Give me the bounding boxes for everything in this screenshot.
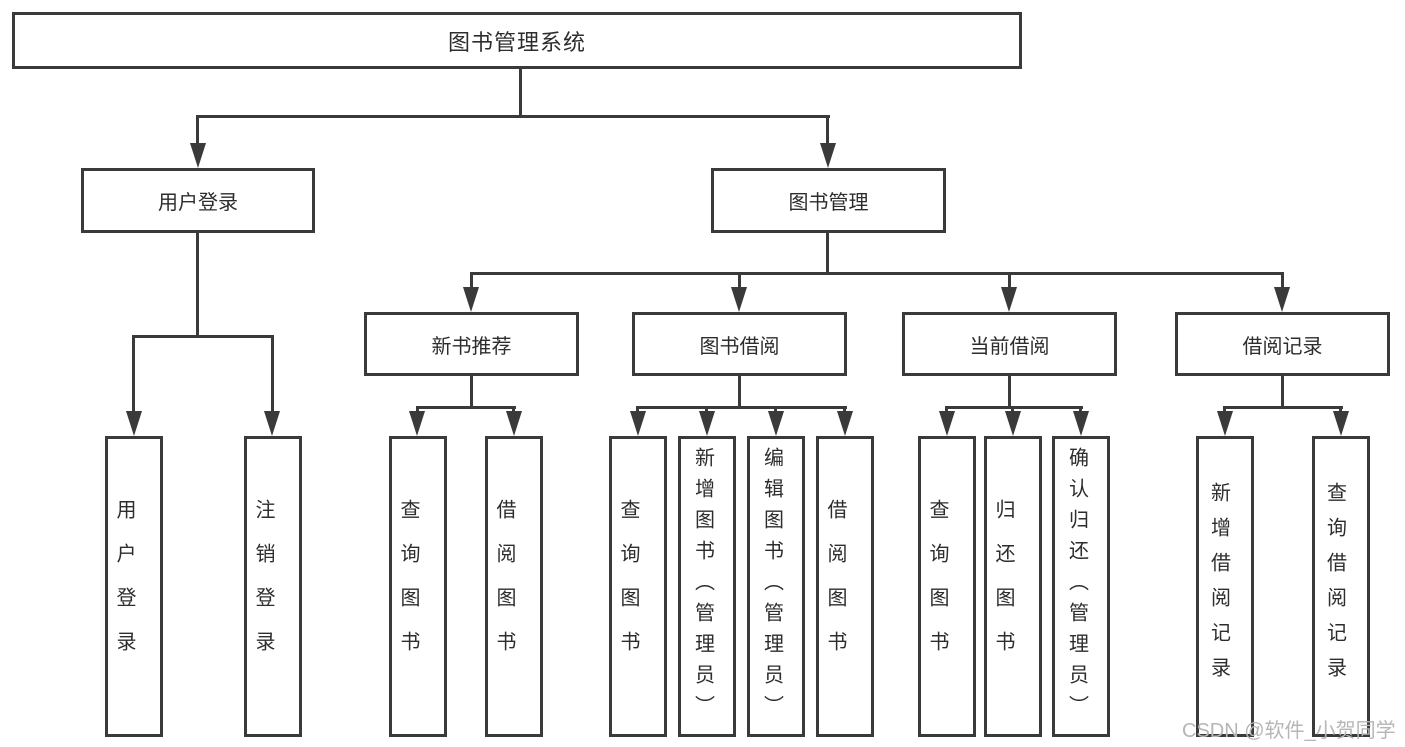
leaf-bb-add-books-admin: 新增图书（管理员） (678, 436, 736, 737)
arrow-down-icon (506, 411, 522, 436)
arrow-down-icon (409, 411, 425, 436)
connector-line (512, 406, 515, 414)
connector-line (945, 406, 948, 414)
arrow-down-icon (820, 143, 836, 168)
arrow-down-icon (630, 411, 646, 436)
connector-line (945, 406, 1083, 409)
connector-line (826, 231, 829, 274)
node-current-borrowing: 当前借阅 (902, 312, 1117, 376)
connector-line (1223, 406, 1226, 414)
connector-line (132, 335, 274, 338)
connector-line (1008, 374, 1011, 408)
leaf-user-login: 用户登录 (105, 436, 163, 737)
node-book-borrowing: 图书借阅 (632, 312, 847, 376)
node-borrowing-records-label: 借阅记录 (1242, 335, 1323, 358)
node-root: 图书管理系统 (12, 12, 1022, 69)
connector-line (196, 231, 199, 337)
leaf-br-add-record-label: 新增借阅记录 (1207, 481, 1230, 692)
connector-line (271, 337, 274, 414)
node-new-book-recommend-label: 新书推荐 (431, 335, 512, 358)
leaf-cb-confirm-return-admin-label: 确认归还（管理员） (1065, 447, 1088, 726)
leaf-bb-query-books-label: 查询图书 (617, 498, 639, 675)
connector-line (416, 406, 419, 414)
leaf-bb-borrow-books-label: 借阅图书 (824, 498, 846, 675)
leaf-br-query-record: 查询借阅记录 (1312, 436, 1370, 737)
connector-line (738, 374, 741, 408)
connector-line (416, 406, 516, 409)
connector-line (826, 117, 829, 145)
node-current-borrowing-label: 当前借阅 (969, 335, 1050, 358)
connector-line (843, 406, 846, 414)
leaf-cb-return-books: 归还图书 (984, 436, 1042, 737)
leaf-cb-return-books-label: 归还图书 (992, 498, 1014, 675)
connector-line (1079, 406, 1082, 414)
leaf-bb-add-books-admin-label: 新增图书（管理员） (691, 447, 714, 726)
leaf-nb-query-books: 查询图书 (389, 436, 447, 737)
connector-line (132, 337, 135, 414)
connector-line (1008, 274, 1011, 289)
arrow-down-icon (837, 411, 853, 436)
leaf-nb-borrow-books-label: 借阅图书 (493, 498, 515, 675)
connector-line (519, 66, 522, 117)
leaf-nb-query-books-label: 查询图书 (397, 498, 419, 675)
arrow-down-icon (126, 411, 142, 436)
leaf-bb-borrow-books: 借阅图书 (816, 436, 874, 737)
arrow-down-icon (768, 411, 784, 436)
connector-line (1011, 406, 1014, 414)
arrow-down-icon (264, 411, 280, 436)
connector-line (1223, 406, 1343, 409)
leaf-cb-query-books-label: 查询图书 (926, 498, 948, 675)
node-book-borrowing-label: 图书借阅 (699, 335, 780, 358)
leaf-br-add-record: 新增借阅记录 (1196, 436, 1254, 737)
connector-line (1281, 374, 1284, 408)
arrow-down-icon (190, 143, 206, 168)
csdn-watermark: CSDN @软件_小贺同学 (1182, 720, 1396, 742)
node-user-login-label: 用户登录 (158, 192, 238, 214)
leaf-cb-confirm-return-admin: 确认归还（管理员） (1052, 436, 1110, 737)
leaf-br-query-record-label: 查询借阅记录 (1323, 481, 1346, 692)
connector-line (196, 117, 199, 145)
connector-line (705, 406, 708, 414)
node-book-management-label: 图书管理 (788, 192, 869, 214)
connector-line (774, 406, 777, 414)
arrow-down-icon (1274, 287, 1290, 312)
connector-line (636, 406, 847, 409)
arrow-down-icon (1217, 411, 1233, 436)
arrow-down-icon (1005, 411, 1021, 436)
connector-line (1339, 406, 1342, 414)
arrow-down-icon (939, 411, 955, 436)
node-new-book-recommend: 新书推荐 (364, 312, 579, 376)
node-root-label: 图书管理系统 (447, 29, 586, 55)
arrow-down-icon (699, 411, 715, 436)
node-user-login: 用户登录 (81, 168, 315, 233)
leaf-logout-label: 注销登录 (252, 498, 274, 675)
connector-line (470, 272, 1284, 275)
arrow-down-icon (1001, 287, 1017, 312)
leaf-logout: 注销登录 (244, 436, 302, 737)
leaf-user-login-label: 用户登录 (113, 498, 135, 675)
connector-line (470, 374, 473, 408)
arrow-down-icon (731, 287, 747, 312)
connector-line (1281, 274, 1284, 289)
node-book-management: 图书管理 (711, 168, 946, 233)
connector-line (738, 274, 741, 289)
leaf-bb-edit-books-admin: 编辑图书（管理员） (747, 436, 805, 737)
leaf-bb-edit-books-admin-label: 编辑图书（管理员） (760, 447, 783, 726)
leaf-bb-query-books: 查询图书 (609, 436, 667, 737)
arrow-down-icon (463, 287, 479, 312)
arrow-down-icon (1073, 411, 1089, 436)
connector-line (636, 406, 639, 414)
connector-line (196, 115, 830, 118)
leaf-nb-borrow-books: 借阅图书 (485, 436, 543, 737)
leaf-cb-query-books: 查询图书 (918, 436, 976, 737)
node-borrowing-records: 借阅记录 (1175, 312, 1390, 376)
connector-line (470, 274, 473, 289)
arrow-down-icon (1333, 411, 1349, 436)
